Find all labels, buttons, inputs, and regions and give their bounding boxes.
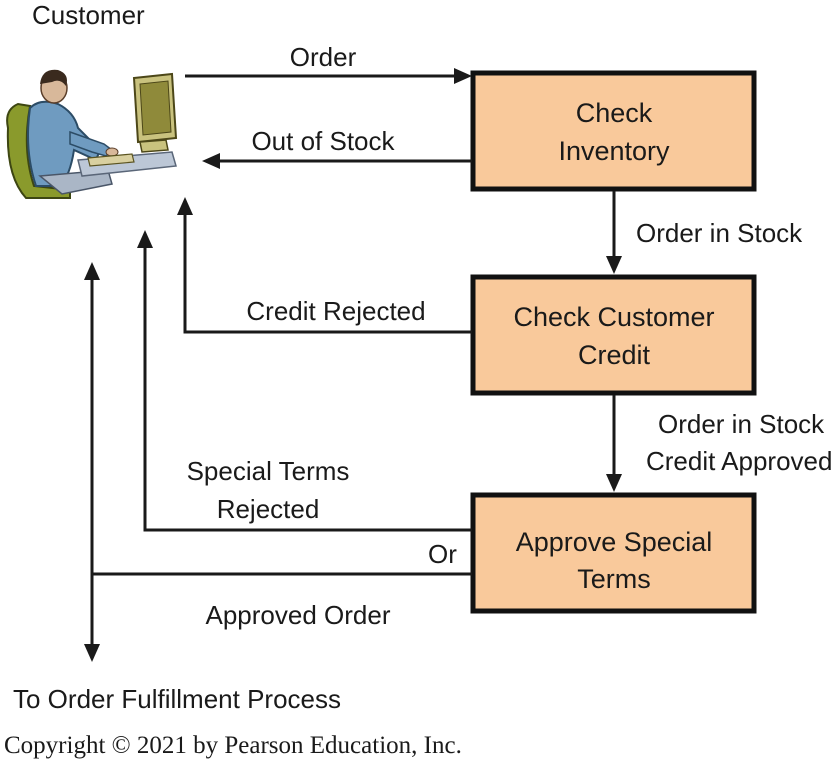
- check-credit-label-line2: Credit: [578, 340, 651, 370]
- or-label: Or: [428, 539, 457, 569]
- credit-approved-label: Credit Approved: [646, 446, 832, 476]
- approve-terms-box: [470, 492, 757, 614]
- credit-rejected-arrow: [177, 197, 472, 334]
- special-terms-label-line1: Special Terms: [187, 456, 350, 486]
- person-at-computer-icon: [6, 69, 178, 199]
- check-credit-label-line1: Check Customer: [513, 302, 714, 332]
- copyright-text: Copyright © 2021 by Pearson Education, I…: [4, 732, 462, 759]
- approved-order-arrow: [84, 262, 472, 662]
- check-credit-box: [470, 274, 757, 396]
- special-terms-rejected-arrow: [137, 230, 472, 532]
- out-of-stock-label: Out of Stock: [251, 126, 395, 156]
- fulfillment-label: To Order Fulfillment Process: [13, 684, 341, 714]
- approve-terms-label-line2: Terms: [577, 564, 651, 594]
- order-arrow: [185, 68, 472, 84]
- check-inventory-label-line2: Inventory: [558, 136, 670, 166]
- credit-approved-arrow: [606, 395, 622, 492]
- approve-terms-label-line1: Approve Special: [516, 527, 713, 557]
- approved-order-label: Approved Order: [206, 600, 391, 630]
- check-inventory-label-line1: Check: [576, 98, 653, 128]
- special-terms-label-line2: Rejected: [217, 494, 320, 524]
- check-inventory-box: [470, 70, 757, 192]
- order-in-stock-arrow: [606, 191, 622, 274]
- order-in-stock-label: Order in Stock: [636, 218, 803, 248]
- credit-rejected-label: Credit Rejected: [246, 296, 425, 326]
- order-in-stock-label-2: Order in Stock: [658, 409, 825, 439]
- order-label: Order: [290, 42, 357, 72]
- out-of-stock-arrow: [202, 153, 472, 169]
- customer-label: Customer: [32, 0, 145, 30]
